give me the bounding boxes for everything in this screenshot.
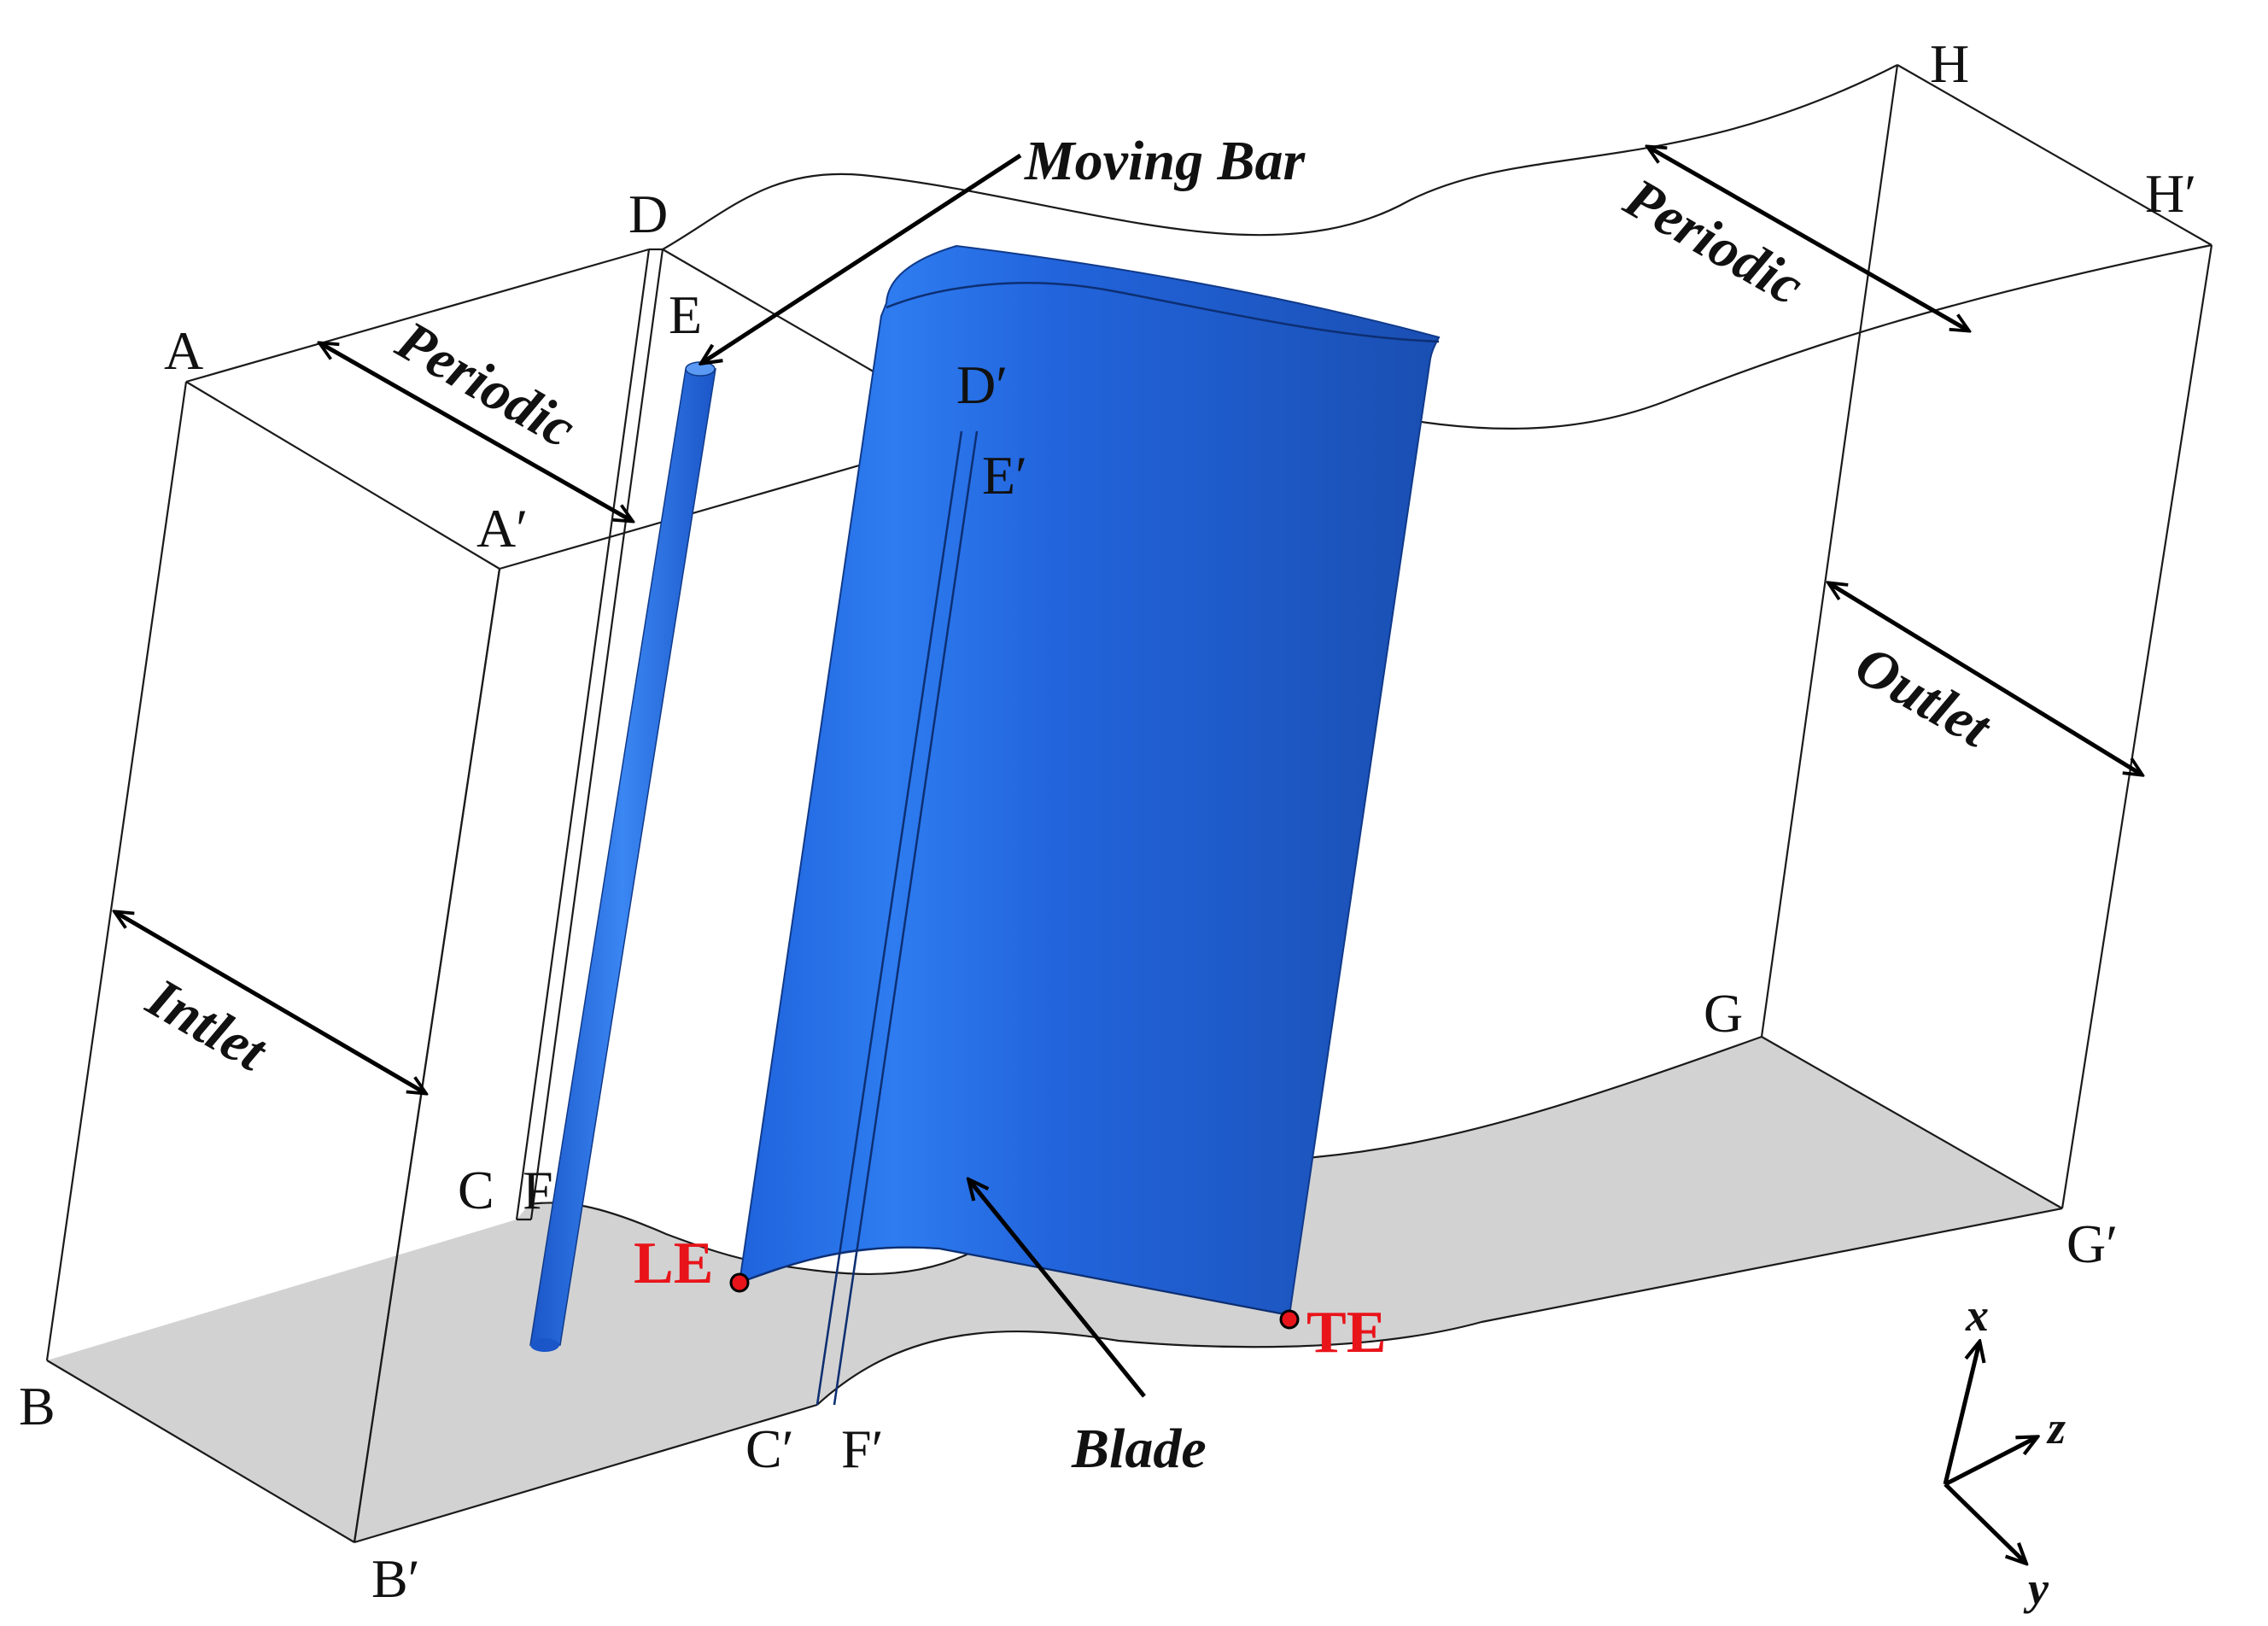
trailing-edge-dot [1279,1309,1300,1330]
blade-root-line [739,1246,1290,1317]
blade-split-line-2 [833,430,979,1406]
outlet-label: Outlet [1845,634,2002,760]
point-C-prime: C′ [745,1418,794,1479]
point-H-prime: H′ [2145,163,2196,224]
axis-z-label: z [2046,1402,2066,1453]
periodic-right-arrow [1648,147,1968,330]
moving-bar-pointer [702,153,1022,363]
blade-label: Blade [1071,1418,1207,1480]
moving-bar-bottom [530,1338,559,1352]
point-E-prime: E′ [982,445,1027,506]
axis-y-label: y [2023,1563,2049,1614]
floor-surface [47,1037,2062,1542]
outlet-arrow [1829,583,2142,775]
inlet-arrow [115,912,425,1093]
moving-bar-top [685,361,716,377]
point-D-prime: D′ [956,354,1008,415]
blade-split-line [815,430,963,1406]
axis-x-label: x [1965,1290,1989,1341]
trailing-edge-label: TE [1306,1300,1386,1366]
leading-edge-label: LE [634,1231,713,1296]
periodic-right-label: Periodic [1614,166,1814,317]
point-F: F [523,1160,553,1220]
point-H: H [1930,33,1969,94]
floor-profile-back [529,1035,1762,1275]
leading-edge-dot [729,1272,750,1293]
point-D: D [628,184,668,244]
point-G-prime: G′ [2066,1214,2118,1274]
inlet-label: Intlet [137,966,278,1084]
coordinate-axes: x z y [1943,1290,2066,1614]
blade-pointer [969,1180,1146,1398]
moving-bar-label: Moving Bar [1024,130,1306,192]
point-A-prime: A′ [476,498,528,559]
floor-profile-front [816,1207,2063,1406]
point-B: B [19,1376,56,1436]
point-C: C [458,1160,494,1220]
blade-tip-line [886,282,1440,343]
point-E: E [669,284,702,345]
point-A: A [164,320,203,381]
periodic-left-arrow [320,343,632,521]
point-B-prime: B′ [371,1548,420,1609]
point-G: G [1704,983,1743,1044]
point-F-prime: F′ [841,1418,884,1479]
